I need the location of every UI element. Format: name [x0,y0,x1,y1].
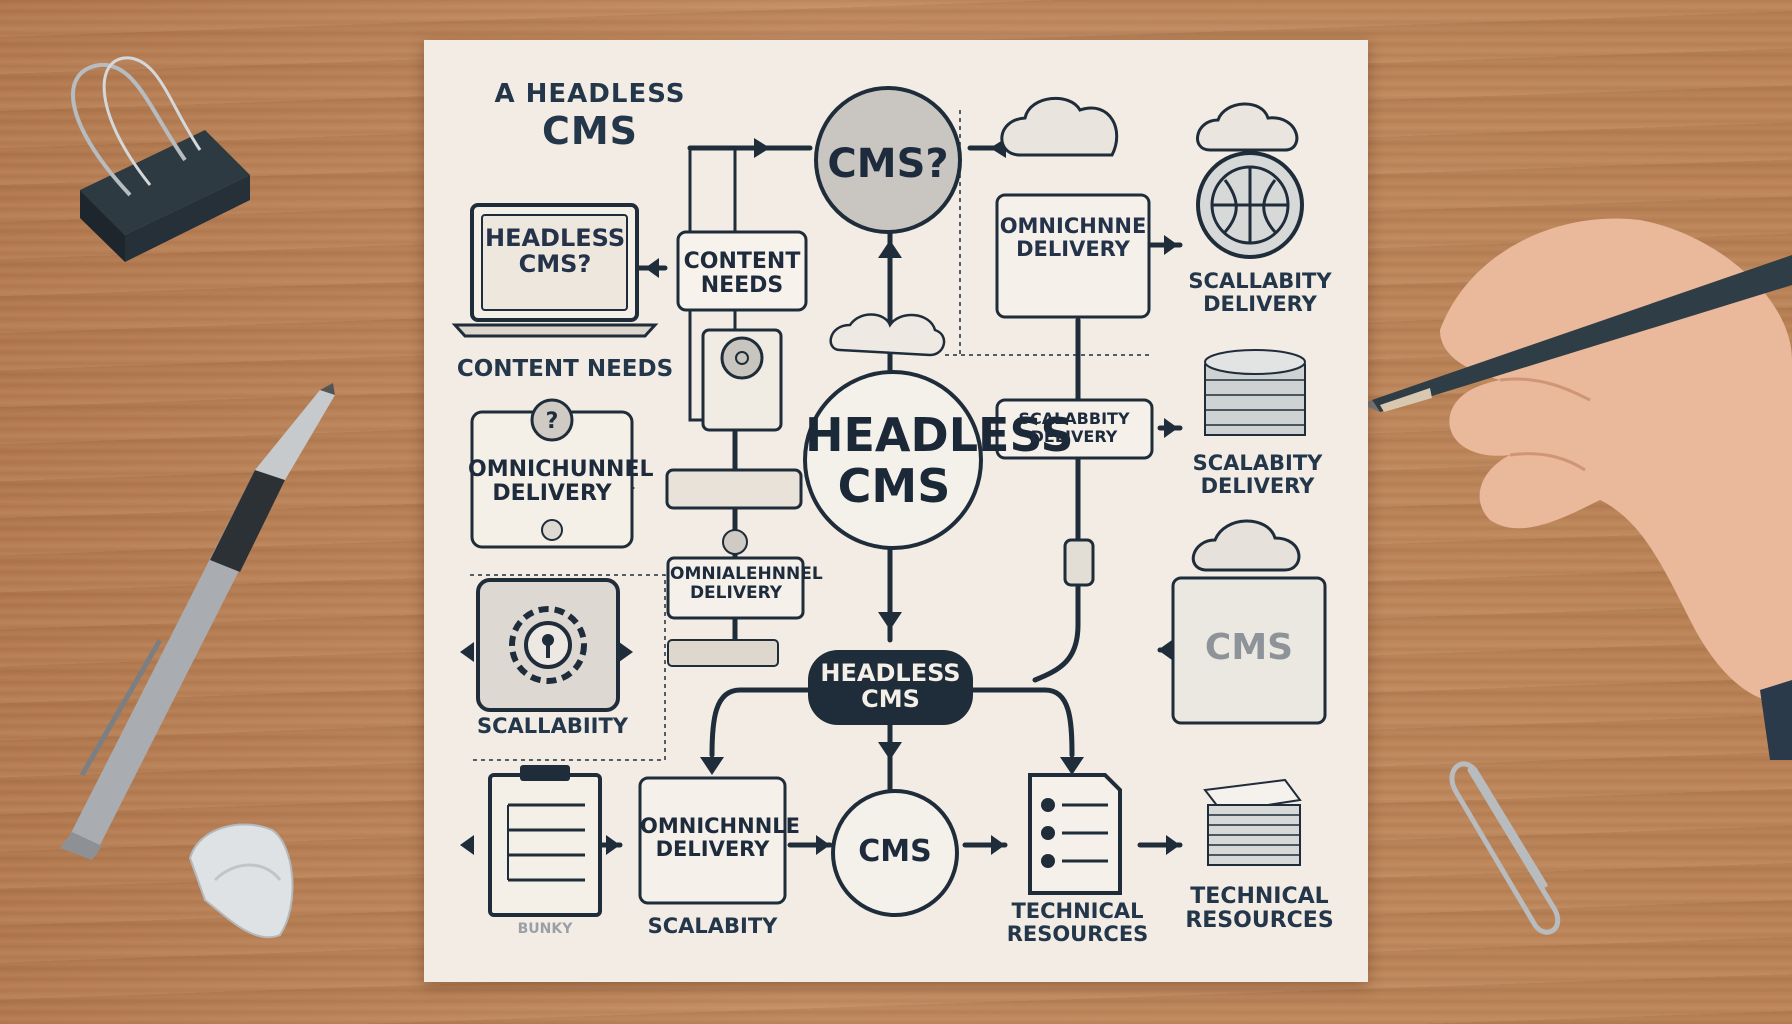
cms-top-node [814,86,962,234]
laptop-icon [451,203,659,338]
globe-icon [1196,151,1304,259]
binder-clip-icon [70,56,250,262]
scalability-delivery-box-label: SCALABBITY DELIVERY [1018,409,1130,446]
paperclip-icon [1449,761,1560,935]
technical-resources-label-2: TECHNICAL RESOURCES [1185,884,1334,934]
omnichannel-right-top-label: OMNICHNNE DELIVERY [999,214,1147,262]
omnichannel-bottom-label: OMNICHNNLE DELIVERY [640,814,801,862]
title-line-1: A HEADLESS [494,79,686,109]
headless-cms-node [803,370,983,550]
svg-text:?: ? [546,409,559,434]
scalability-delivery-label-2: SCALABITY DELIVERY [1192,451,1323,499]
document-icon [1028,773,1122,895]
diagram-title: A HEADLESS CMS [470,79,710,154]
laptop-screen-label: HEADLESS CMS? [485,224,626,279]
cms-bottom-label: CMS [858,834,932,869]
title-line-2: CMS [541,108,639,153]
omnichannel-left-label: OMNICHUNNEL DELIVERY [468,457,654,507]
omnichannel-mid-label: OMNIALEHNNEL DELIVERY [670,564,823,603]
cms-top-label: CMS? [827,141,949,187]
server-stack-icon [1204,349,1306,436]
eraser-icon [188,823,294,939]
technical-resources-label-1: TECHNICAL RESOURCES [1006,899,1149,947]
content-needs-box-label: CONTENT NEEDS [683,249,801,299]
scalability-delivery-label-1: SCALLABITY DELIVERY [1188,269,1332,317]
lock-icon [720,336,764,380]
checklist-caption: BUNKY [517,921,573,937]
headless-center-label: HEADLESS CMS [805,408,1074,513]
question-icon [530,398,574,442]
cms-bottom-node [831,789,959,917]
paper-stack-icon [1203,778,1302,866]
content-needs-caption: CONTENT NEEDS [456,356,674,382]
checklist-icon [488,765,602,917]
hand-with-pencil [1362,218,1792,760]
headless-cms-pill [808,650,973,725]
pen-icon [60,383,335,860]
content-needs-panel [676,230,808,432]
cloud-icon [1000,96,1119,157]
gear-caption: SCALLABIITY [477,714,628,738]
scalability-bottom-label: SCALABITY [647,914,778,938]
cms-right-label: CMS [1204,627,1294,668]
headless-pill-label: HEADLESS CMS [820,659,961,714]
gear-icon [476,578,620,712]
